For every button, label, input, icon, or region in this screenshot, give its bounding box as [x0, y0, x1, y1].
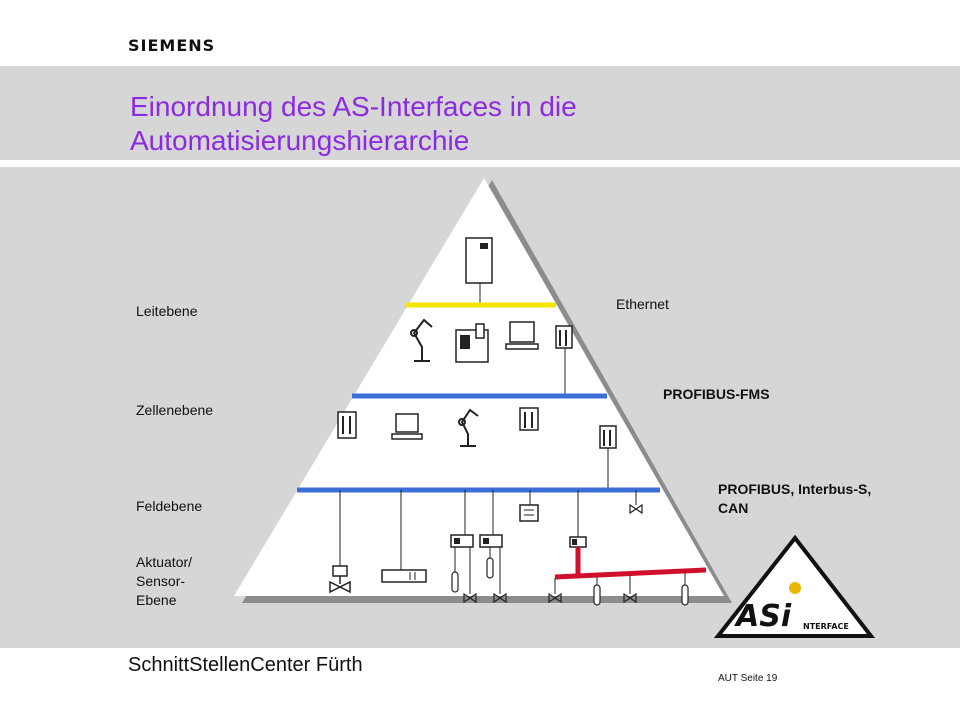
plc-icon	[555, 325, 573, 349]
asi-master-icon	[569, 536, 587, 548]
control-cabinet-icon	[465, 237, 493, 284]
asi-logo-main: ASi	[734, 599, 792, 634]
robot-icon	[458, 408, 479, 447]
asi-logo-icon: ASi NTERFACE	[713, 534, 876, 638]
sensor-icon	[451, 557, 494, 593]
plc-icon	[599, 425, 617, 449]
level-label-leitebene: Leitebene	[136, 303, 198, 319]
computer-icon	[391, 413, 423, 440]
sensor-drops	[454, 547, 501, 594]
asi-drops	[554, 573, 686, 594]
plc-icon	[519, 407, 539, 431]
valve-icon	[629, 503, 643, 515]
title-band	[0, 66, 960, 160]
computer-icon	[505, 321, 539, 350]
network-label-profibus-fms: PROFIBUS-FMS	[663, 386, 770, 402]
page-title: Einordnung des AS-Interfaces in die Auto…	[130, 90, 577, 158]
control-valve-icon	[329, 565, 351, 594]
plc-icon	[337, 411, 357, 439]
field-bus-drops	[339, 490, 637, 570]
footer-center-name: SchnittStellenCenter Fürth	[128, 654, 363, 676]
sensor-icon	[593, 584, 689, 606]
page-number: AUT Seite 19	[718, 673, 778, 684]
valve-icon	[548, 592, 637, 604]
level-label-feldebene: Feldebene	[136, 498, 203, 514]
asi-module-icon	[479, 534, 503, 548]
robot-icon	[410, 318, 433, 362]
asi-bus	[554, 547, 707, 580]
asi-logo-sub: NTERFACE	[803, 622, 849, 631]
level-label-zellenebene: Zellenebene	[136, 402, 214, 418]
level-label-aktuator-sensor: Aktuator/ Sensor- Ebene	[136, 554, 193, 608]
valve-icon	[463, 592, 507, 604]
siemens-logo: SIEMENS	[128, 36, 216, 55]
title-line-1: Einordnung des AS-Interfaces in die	[130, 91, 577, 122]
network-label-profibus-field: PROFIBUS, Interbus-S, CAN	[718, 481, 872, 516]
title-line-2: Automatisierungshierarchie	[130, 125, 470, 156]
io-module-icon	[381, 569, 427, 583]
asi-module-icon	[450, 534, 474, 548]
network-label-ethernet: Ethernet	[616, 296, 669, 312]
machine-tool-icon	[455, 323, 489, 363]
motor-icon	[519, 504, 539, 522]
